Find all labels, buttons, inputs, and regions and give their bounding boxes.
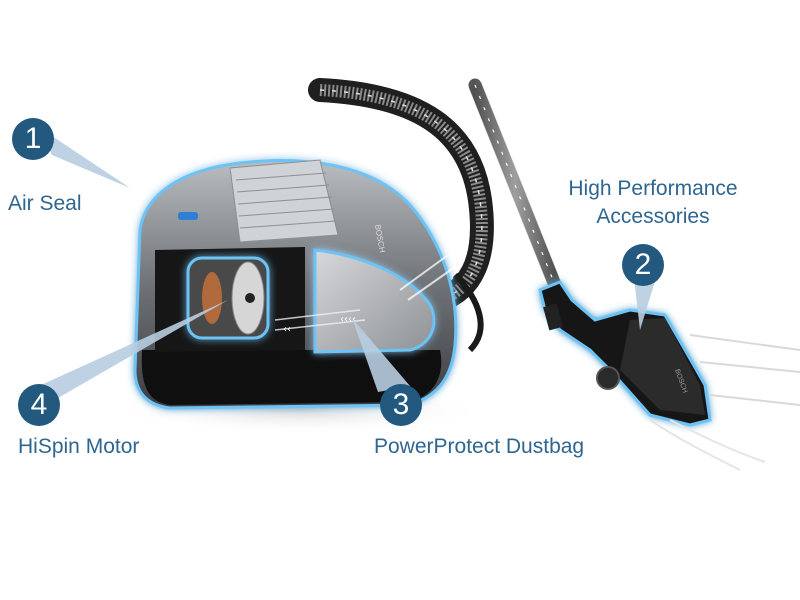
dustbag-cutaway bbox=[313, 248, 436, 354]
callout-badge-3: 3 bbox=[380, 384, 422, 426]
callout-badge-4: 4 bbox=[18, 384, 60, 426]
hose bbox=[308, 78, 494, 353]
callout-pointers bbox=[30, 128, 656, 398]
callout-label-accessories: Accessories bbox=[596, 205, 710, 228]
callout-label-hispin-motor: HiSpin Motor bbox=[18, 435, 140, 458]
pointer-3 bbox=[352, 318, 410, 392]
telescopic-tube bbox=[468, 78, 562, 292]
svg-text:‹‹‹‹: ‹‹‹‹ bbox=[340, 314, 356, 325]
callout-badge-2: 2 bbox=[622, 244, 664, 286]
callout-label-air-seal: Air Seal bbox=[8, 192, 82, 215]
pointer-4 bbox=[30, 300, 228, 398]
exhaust-grille bbox=[229, 159, 339, 243]
callout-badge-1: 1 bbox=[12, 118, 54, 160]
callout-label-high-performance: High Performance bbox=[568, 177, 738, 200]
pointer-1 bbox=[40, 128, 130, 188]
svg-text:‹‹: ‹‹ bbox=[283, 324, 291, 335]
motor-cutaway bbox=[186, 256, 270, 340]
pointer-2 bbox=[634, 278, 656, 330]
floor-nozzle: BOSCH bbox=[538, 280, 800, 471]
vacuum-body: BOSCH ‹‹‹‹ ‹‹ bbox=[133, 159, 463, 410]
power-button-indicator bbox=[178, 212, 198, 220]
callout-label-powerprotect-dustbag: PowerProtect Dustbag bbox=[374, 435, 585, 458]
